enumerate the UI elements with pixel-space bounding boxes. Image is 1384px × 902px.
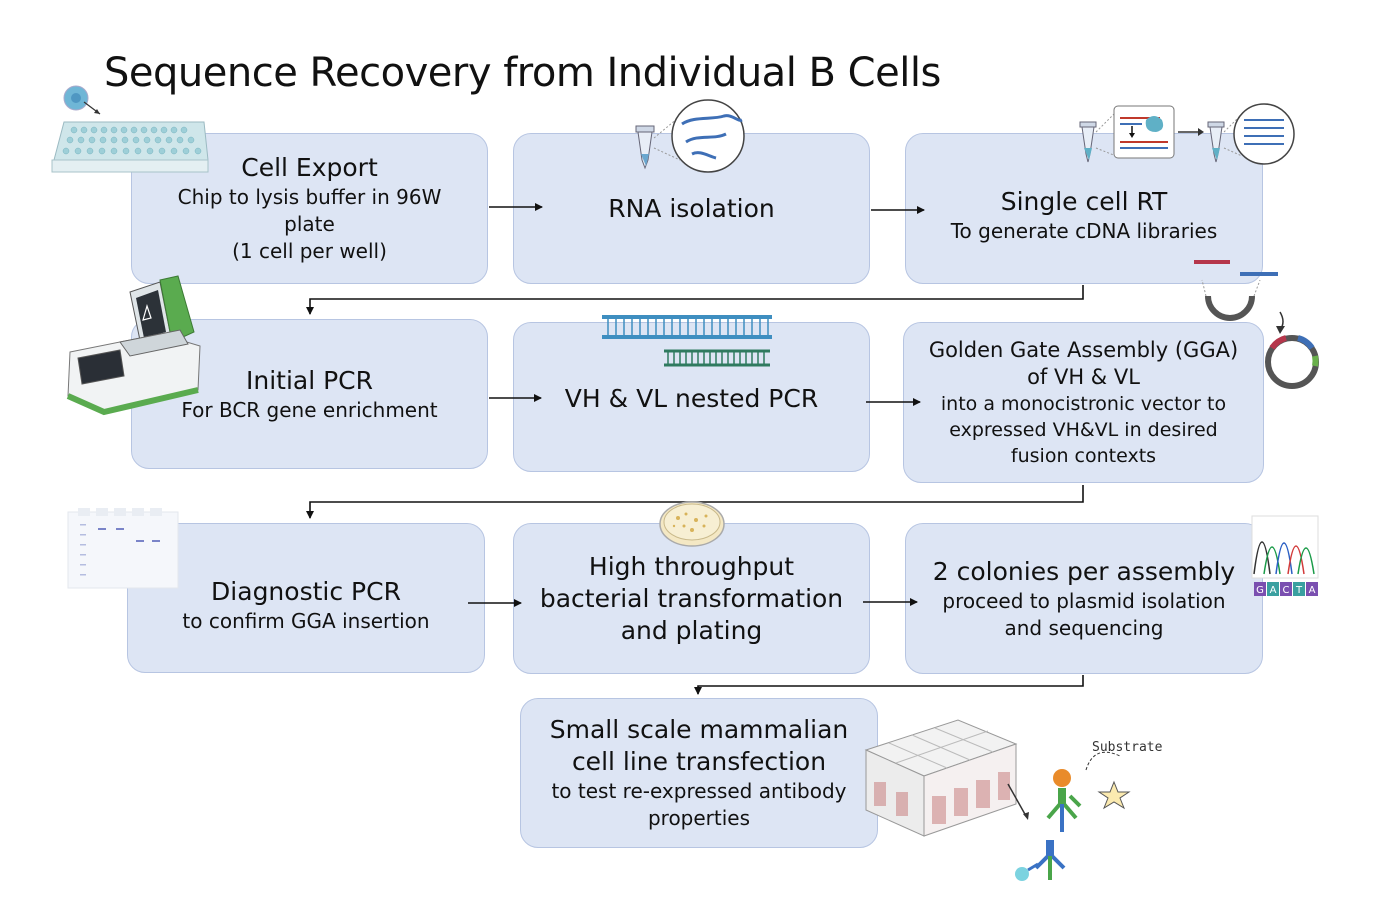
rna-tube-icon [635,99,745,173]
step-detail: into a monocistronic vector to [940,392,1227,415]
step-transfection: Small scale mammalian cell line transfec… [520,698,878,848]
step-heading: RNA isolation [608,193,775,223]
plasmid-assembly-icon [1194,260,1319,389]
step-detail: expressed VH&VL in desired [949,418,1218,441]
step-detail: To generate cDNA libraries [950,219,1218,243]
step-golden-gate-assembly: Golden Gate Assembly (GGA) of VH & VL in… [903,322,1264,483]
substrate-label: Substrate [1092,740,1163,755]
step-heading: Cell Export [241,153,378,182]
reverse-transcription-icon [1079,103,1295,165]
arrow-colonies-to-transfection [694,675,1084,695]
base-label: A [1309,585,1316,596]
step-detail: properties [647,806,751,830]
step-detail: to confirm GGA insertion [182,608,430,633]
antibody-substrate-icon [1007,751,1131,881]
sequencing-chromatogram-icon: G A C T A [1251,515,1319,596]
step-heading: Single cell RT [1000,187,1168,216]
well-plate-icon [51,85,209,173]
step-detail: to test re-expressed antibody [551,779,847,803]
step-detail: proceed to plasmid isolation [942,588,1226,613]
step-heading: bacterial transformation [539,583,844,613]
step-single-cell-rt: Single cell RT To generate cDNA librarie… [905,133,1263,284]
page-title: Sequence Recovery from Individual B Cell… [104,50,941,96]
base-label: C [1283,585,1290,596]
step-heading: and plating [620,615,763,645]
step-heading: Initial PCR [245,365,374,395]
step-nested-pcr: VH & VL nested PCR [513,322,870,472]
arrow-rt-to-initial-pcr [306,285,1084,315]
dna-strands-icon [602,315,772,367]
step-heading: Golden Gate Assembly (GGA) [928,337,1239,362]
step-heading: cell line transfection [571,747,827,776]
step-detail: Chip to lysis buffer in 96W [177,185,442,209]
step-heading: High throughput [588,551,795,581]
step-heading: VH & VL nested PCR [564,384,819,413]
step-detail: fusion contexts [1010,444,1157,467]
base-label: T [1295,585,1303,596]
step-diagnostic-pcr: Diagnostic PCR to confirm GGA insertion [127,523,485,673]
step-heading: of VH & VL [1027,364,1140,389]
culture-plate-icon [864,719,1018,837]
step-heading: Small scale mammalian [549,715,849,744]
step-detail: For BCR gene enrichment [181,397,438,422]
step-detail: plate [284,212,335,236]
thermocycler-icon [66,275,201,416]
step-heading: Diagnostic PCR [211,576,401,606]
base-label: G [1256,585,1264,596]
base-label: A [1270,585,1277,596]
step-detail: (1 cell per well) [232,239,387,263]
step-colonies: 2 colonies per assembly proceed to plasm… [905,523,1263,674]
gel-electrophoresis-icon [67,508,179,589]
petri-dish-icon [659,501,725,547]
step-detail: and sequencing [1004,615,1164,640]
step-heading: 2 colonies per assembly [932,556,1236,586]
